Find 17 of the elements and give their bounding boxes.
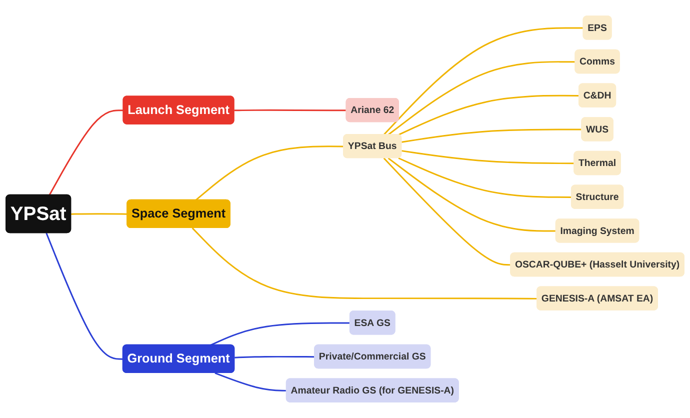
connector — [398, 157, 572, 198]
connector — [210, 322, 350, 346]
connector — [234, 109, 347, 112]
connector — [234, 356, 315, 358]
connector — [402, 150, 574, 164]
connector — [383, 27, 584, 136]
connector — [388, 158, 556, 232]
connector — [388, 61, 576, 136]
connector — [46, 232, 124, 360]
connector — [398, 94, 580, 136]
connector — [383, 158, 511, 266]
connector — [402, 128, 582, 143]
connector — [192, 228, 538, 300]
connector — [214, 372, 287, 392]
connector — [48, 110, 124, 196]
connector — [195, 146, 344, 201]
connector — [71, 213, 128, 215]
